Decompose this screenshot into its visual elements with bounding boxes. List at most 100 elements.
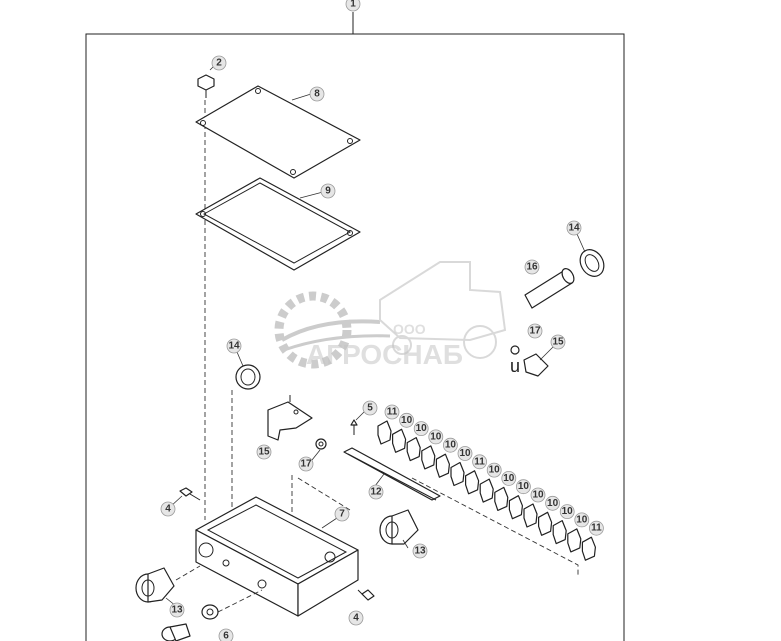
svg-text:10: 10 [576, 514, 588, 525]
svg-text:11: 11 [474, 456, 485, 467]
callout-bracket-right: 15 [550, 334, 566, 350]
callout-terminal: 10 [428, 429, 444, 445]
nut-right [510, 345, 520, 355]
callout-terminal: 10 [501, 470, 517, 486]
callout-assembly: 1 [345, 0, 361, 12]
harvester-icon [379, 261, 507, 359]
svg-text:16: 16 [526, 262, 538, 273]
callout-bracket-left: 15 [256, 444, 272, 460]
gland-right [379, 509, 419, 545]
svg-text:15: 15 [258, 447, 270, 458]
svg-text:10: 10 [416, 423, 428, 434]
svg-text:14: 14 [228, 341, 240, 352]
callout-gland-left: 13 [169, 602, 185, 618]
terminal-block [421, 445, 436, 470]
svg-text:1: 1 [350, 0, 356, 10]
svg-text:10: 10 [503, 473, 515, 484]
alignment-line-washer [217, 589, 263, 613]
svg-text:10: 10 [459, 448, 471, 459]
callout-screw-bottom: 4 [348, 610, 364, 626]
cap [161, 623, 191, 641]
svg-text:10: 10 [489, 465, 501, 476]
watermark-prefix: ООО [393, 321, 426, 337]
gland-left [135, 567, 175, 603]
alignment-line-gland [175, 565, 201, 581]
svg-text:17: 17 [300, 459, 312, 470]
svg-text:5: 5 [367, 403, 373, 414]
svg-text:8: 8 [314, 89, 320, 100]
alignment-line-box [297, 477, 351, 511]
alignment-line-terminals [411, 477, 579, 575]
junction-box [195, 496, 359, 617]
callout-terminal: 10 [559, 504, 575, 520]
callout-terminal: 10 [530, 487, 546, 503]
svg-text:4: 4 [165, 504, 171, 515]
clamp-right [579, 249, 605, 277]
terminal-block [567, 528, 582, 553]
bracket-left [267, 395, 313, 441]
svg-text:10: 10 [532, 490, 544, 501]
din-rail [343, 447, 441, 501]
svg-text:11: 11 [591, 523, 602, 534]
end-terminal [581, 536, 596, 561]
callout-sleeve: 16 [524, 259, 540, 275]
svg-text:2: 2 [216, 58, 222, 69]
svg-text:13: 13 [171, 605, 183, 616]
terminal-block [552, 520, 567, 545]
callout-nut-right: 17 [527, 323, 543, 339]
svg-text:9: 9 [325, 186, 331, 197]
callout-screw-top: 2 [211, 55, 227, 71]
end-terminal [377, 420, 392, 445]
svg-text:10: 10 [430, 431, 442, 442]
callout-terminal: 10 [399, 412, 415, 428]
callout-screw-left: 4 [160, 501, 176, 517]
terminal-block [435, 453, 450, 478]
svg-text:6: 6 [223, 631, 229, 641]
assembly-frame [85, 12, 625, 641]
callout-terminal: 10 [545, 495, 560, 511]
callout-terminal: 10 [486, 462, 502, 478]
callout-clamp-left: 14 [226, 338, 242, 354]
gear-logo-icon [274, 291, 391, 369]
terminal-block [450, 461, 465, 487]
svg-text:17: 17 [529, 326, 541, 337]
screw-mid [350, 419, 358, 435]
callout-screw-mid: 5 [362, 400, 378, 416]
svg-text:11: 11 [387, 407, 398, 418]
callout-box: 7 [334, 506, 350, 522]
bracket-right [523, 353, 549, 377]
callout-terminal: 10 [574, 512, 590, 528]
callout-terminal: 10 [442, 437, 458, 453]
terminal-block [494, 486, 509, 511]
svg-text:4: 4 [353, 613, 359, 624]
callout-terminal: 10 [516, 479, 531, 495]
washer [201, 604, 219, 620]
callout-rail: 12 [368, 484, 384, 500]
callout-clamp-right: 14 [566, 220, 582, 236]
svg-text:12: 12 [370, 487, 382, 498]
svg-text:7: 7 [339, 509, 345, 520]
clamp-left [235, 364, 261, 390]
screw-left [179, 487, 201, 501]
terminal-block [406, 437, 421, 462]
sleeve [524, 268, 575, 309]
callout-cover: 8 [309, 86, 325, 102]
stray-label: u [510, 356, 520, 376]
callout-nut-left: 17 [298, 456, 314, 472]
screw-bottom [357, 589, 375, 601]
end-terminal [465, 470, 480, 495]
watermark-company-name: АГРОСНАБ [306, 339, 463, 370]
callout-end-terminal: 11 [589, 520, 604, 536]
terminal-block [538, 511, 553, 536]
svg-text:10: 10 [547, 498, 559, 509]
callout-terminal: 10 [457, 446, 473, 461]
screw-top [197, 74, 215, 98]
callout-end-terminal: 11 [472, 454, 488, 470]
svg-text:10: 10 [401, 415, 413, 426]
cover-plate [195, 85, 361, 179]
callout-terminal: 10 [413, 421, 429, 437]
svg-text:10: 10 [445, 440, 457, 451]
svg-text:14: 14 [568, 223, 580, 234]
